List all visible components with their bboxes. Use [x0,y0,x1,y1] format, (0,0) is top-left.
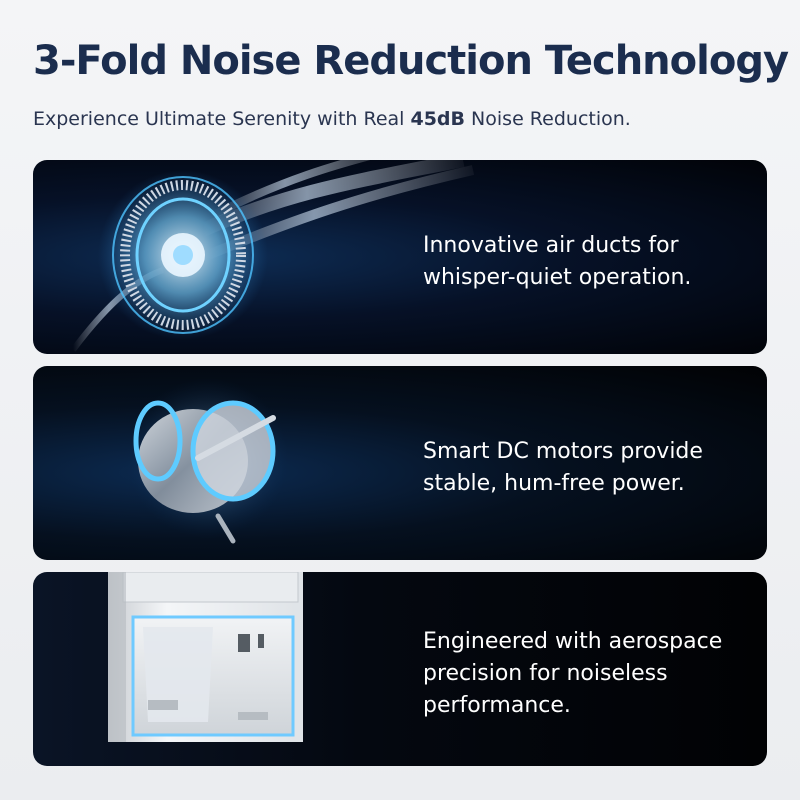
page-subtitle: Experience Ultimate Serenity with Real 4… [33,108,631,130]
feature-text-aerospace: Engineered with aerospace precision for … [423,629,723,718]
subtitle-highlight: 45dB [410,108,466,130]
subtitle-text-end: Noise Reduction. [465,108,631,130]
feature-card-aerospace: Engineered with aerospace precision for … [33,572,767,766]
subtitle-text-start: Experience Ultimate Serenity with Real [33,108,411,130]
feature-text-air-ducts: Innovative air ducts for whisper-quiet o… [423,233,692,290]
page-title: 3-Fold Noise Reduction Technology [33,38,789,84]
dehumidifier-interior-image [108,572,303,742]
feature-text-dc-motor: Smart DC motors provide stable, hum-free… [423,439,703,496]
fan-blower-icon [70,160,475,352]
feature-card-air-ducts: Innovative air ducts for whisper-quiet o… [33,160,767,354]
dc-motor-icon [128,378,288,544]
feature-card-dc-motor: Smart DC motors provide stable, hum-free… [33,366,767,560]
